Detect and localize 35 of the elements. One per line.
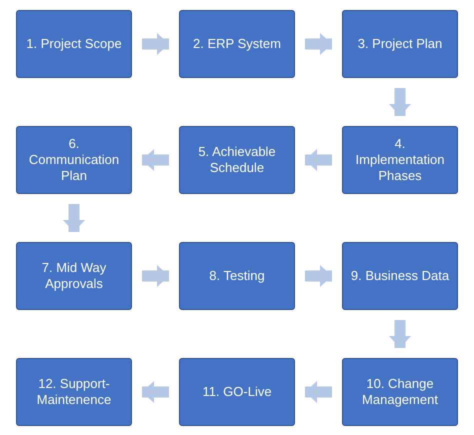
process-box: [342, 126, 458, 194]
step-label: 7. Mid Way Approvals: [40, 260, 108, 292]
step-label: 2. ERP System: [192, 36, 282, 52]
block-arrow: [305, 265, 332, 287]
step-label: 12. Support-Maintenence: [36, 376, 112, 408]
process-box: [179, 358, 295, 426]
step-label: 5. Achievable Schedule: [197, 144, 277, 176]
block-arrow: [389, 88, 411, 116]
block-arrow: [142, 149, 169, 171]
process-box: [16, 358, 132, 426]
process-box: [179, 242, 295, 310]
step-label: 11. GO-Live: [201, 384, 273, 400]
process-box: [16, 10, 132, 78]
process-box: [342, 10, 458, 78]
step-label: 10. Change Management: [361, 376, 439, 408]
block-arrow: [142, 381, 169, 403]
process-box: [342, 358, 458, 426]
step-label: 4. Implementation Phases: [354, 136, 446, 184]
block-arrow: [305, 381, 332, 403]
process-box: [179, 10, 295, 78]
step-label: 1. Project Scope: [25, 36, 123, 52]
block-arrow: [305, 149, 332, 171]
process-box: [16, 242, 132, 310]
block-arrow: [142, 33, 169, 55]
step-label: 8. Testing: [208, 268, 266, 284]
step-label: 6. Communication Plan: [28, 136, 120, 184]
block-arrow: [389, 320, 411, 348]
process-box: [179, 126, 295, 194]
step-label: 9. Business Data: [350, 268, 450, 284]
process-box: [342, 242, 458, 310]
block-arrow: [305, 33, 332, 55]
process-box: [16, 126, 132, 194]
block-arrow: [142, 265, 169, 287]
step-label: 3. Project Plan: [356, 36, 444, 52]
block-arrow: [63, 204, 85, 232]
